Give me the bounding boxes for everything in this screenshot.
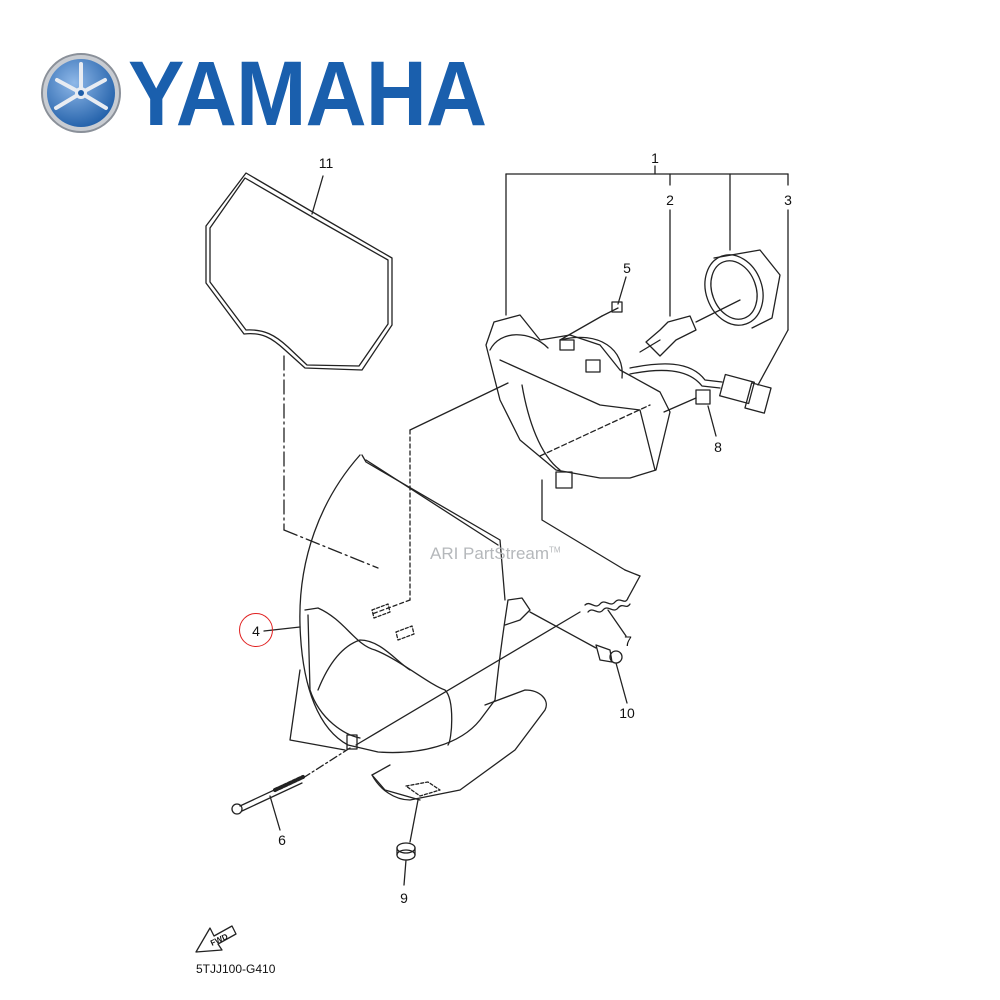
bulb-part-2[interactable]	[639, 299, 741, 357]
wiring-harness[interactable]	[629, 363, 772, 414]
watermark-text: ARI PartStream	[430, 544, 550, 563]
callout-3[interactable]: 3	[784, 192, 792, 208]
tuning-fork-emblem-icon	[41, 53, 121, 133]
callout-11[interactable]: 11	[318, 155, 334, 171]
trademark-mark: TM	[549, 545, 561, 555]
headlight-assembly-part-1[interactable]	[485, 314, 671, 489]
grommet-part-9[interactable]	[396, 842, 416, 861]
socket-cover-part-3[interactable]	[695, 247, 781, 334]
leader-line-8	[707, 405, 717, 437]
screw-part-5[interactable]	[601, 301, 623, 317]
leader-line-9	[403, 859, 407, 886]
watermark: ARI PartStreamTM	[430, 544, 561, 564]
callout-2[interactable]: 2	[666, 192, 674, 208]
headlight-cover-part-4[interactable]	[289, 454, 547, 801]
leader-line-11	[311, 175, 324, 215]
yamaha-logo: YAMAHA	[40, 44, 487, 144]
callout-10[interactable]: 10	[619, 705, 635, 721]
callout-4[interactable]: 4	[252, 623, 260, 639]
diagram-code: 5TJJ100-G410	[196, 962, 276, 976]
nut-part-8[interactable]	[695, 389, 711, 405]
callout-8[interactable]: 8	[714, 439, 722, 455]
bolt-part-10[interactable]	[595, 644, 623, 664]
gasket-seal-part-11[interactable]	[205, 172, 393, 371]
brand-wordmark: YAMAHA	[128, 43, 487, 145]
leader-line-7	[607, 609, 627, 637]
leader-line-10	[615, 662, 628, 704]
callout-5[interactable]: 5	[623, 260, 631, 276]
fwd-direction-arrow-icon: FWD	[195, 925, 237, 953]
callout-1[interactable]: 1	[651, 150, 659, 166]
leader-line-6	[269, 795, 281, 831]
long-bolt-part-6[interactable]	[231, 775, 305, 815]
callout-6[interactable]: 6	[278, 832, 286, 848]
callout-9[interactable]: 9	[400, 890, 408, 906]
leader-bracket-1	[505, 165, 789, 386]
highlight-ring	[239, 613, 273, 647]
spring-part-7[interactable]	[584, 597, 631, 613]
leader-line-5	[617, 276, 627, 305]
callout-7[interactable]: 7	[624, 633, 632, 649]
